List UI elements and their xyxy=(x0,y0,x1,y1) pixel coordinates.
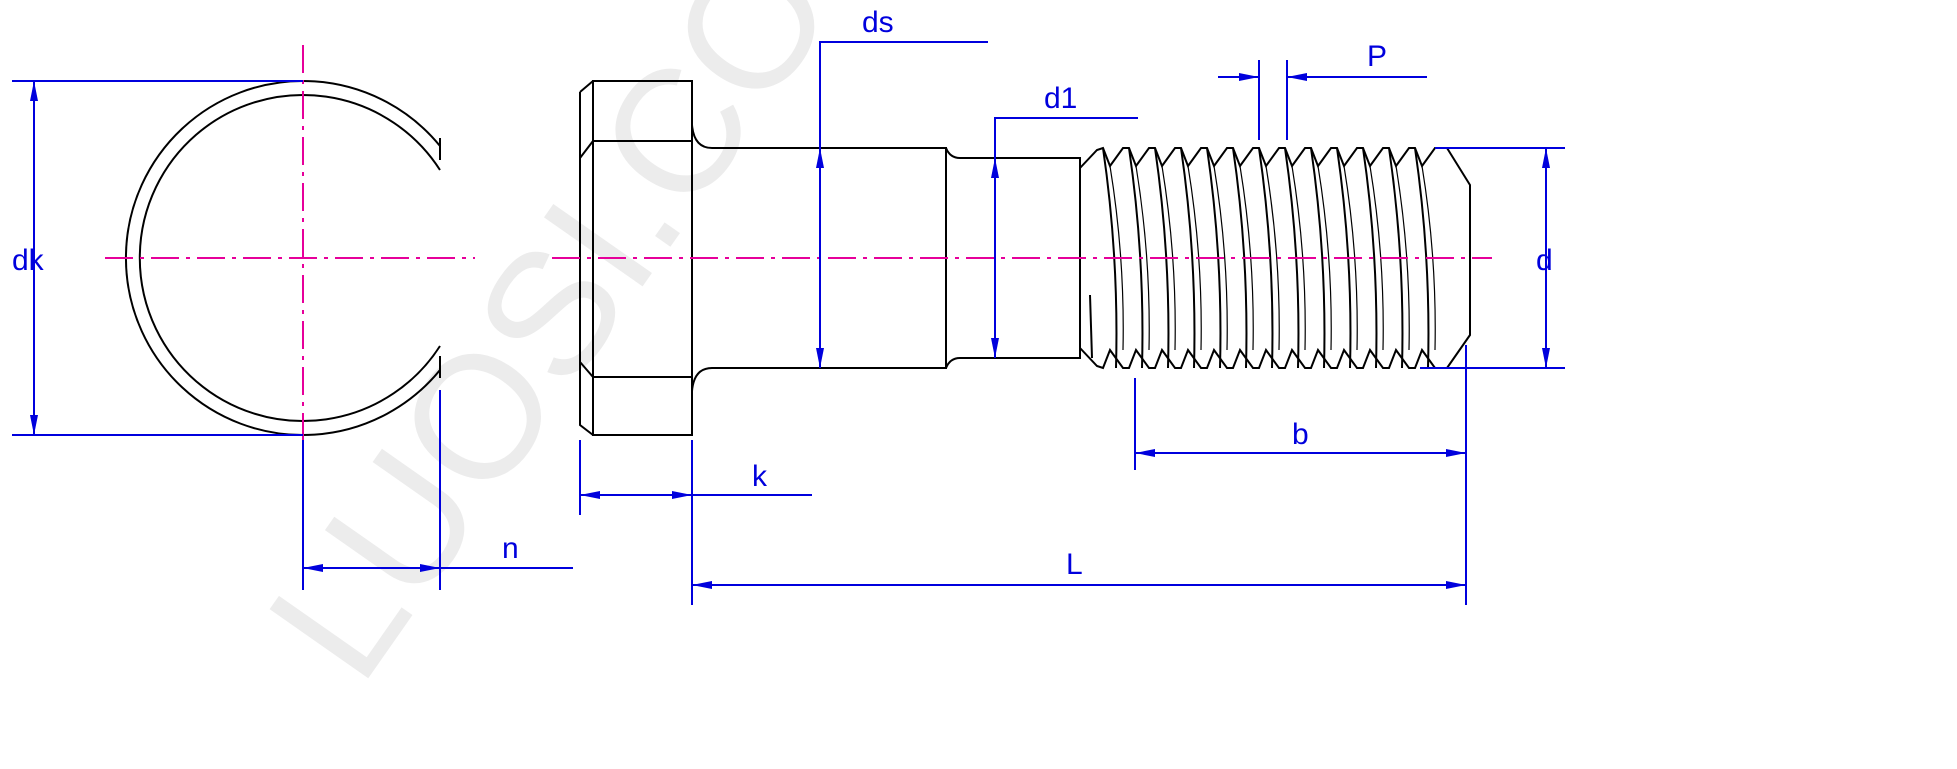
thread-crest-line xyxy=(1258,147,1274,369)
head-inner-circle xyxy=(138,94,441,422)
d1-leader xyxy=(994,117,1138,158)
thread-root-line xyxy=(1213,165,1228,351)
bolt-side-view xyxy=(552,80,1492,436)
p-extension-lines xyxy=(1258,60,1288,140)
thread-root-line xyxy=(1135,165,1150,351)
d1-label: d1 xyxy=(1044,82,1077,115)
thread-crest-line xyxy=(1310,147,1326,369)
thread-bottom-profile xyxy=(1079,347,1436,370)
head-outline xyxy=(579,80,693,436)
b-label: b xyxy=(1292,418,1309,451)
d-label: d xyxy=(1536,244,1553,277)
k-extension-lines xyxy=(579,440,693,605)
head-end-view xyxy=(105,45,475,490)
thread-section xyxy=(1079,146,1471,370)
thread-crest-line xyxy=(1362,147,1378,369)
dk-extension-lines xyxy=(12,80,303,436)
thread-runout-line xyxy=(1089,294,1093,359)
thread-root-line xyxy=(1317,165,1332,351)
l-label: L xyxy=(1066,548,1083,581)
ds-label: ds xyxy=(862,6,894,39)
thread-root-line xyxy=(1265,165,1280,351)
b-extension-lines xyxy=(1134,345,1467,605)
thread-crest-line xyxy=(1180,147,1196,369)
p-label: P xyxy=(1367,40,1387,73)
ds-leader xyxy=(819,41,988,148)
n-label: n xyxy=(502,532,519,565)
dimensions: dk n ds d1 P d b k L xyxy=(12,6,1565,605)
k-label: k xyxy=(752,460,768,493)
dk-label: dk xyxy=(12,244,45,277)
thread-top-profile xyxy=(1079,146,1471,369)
